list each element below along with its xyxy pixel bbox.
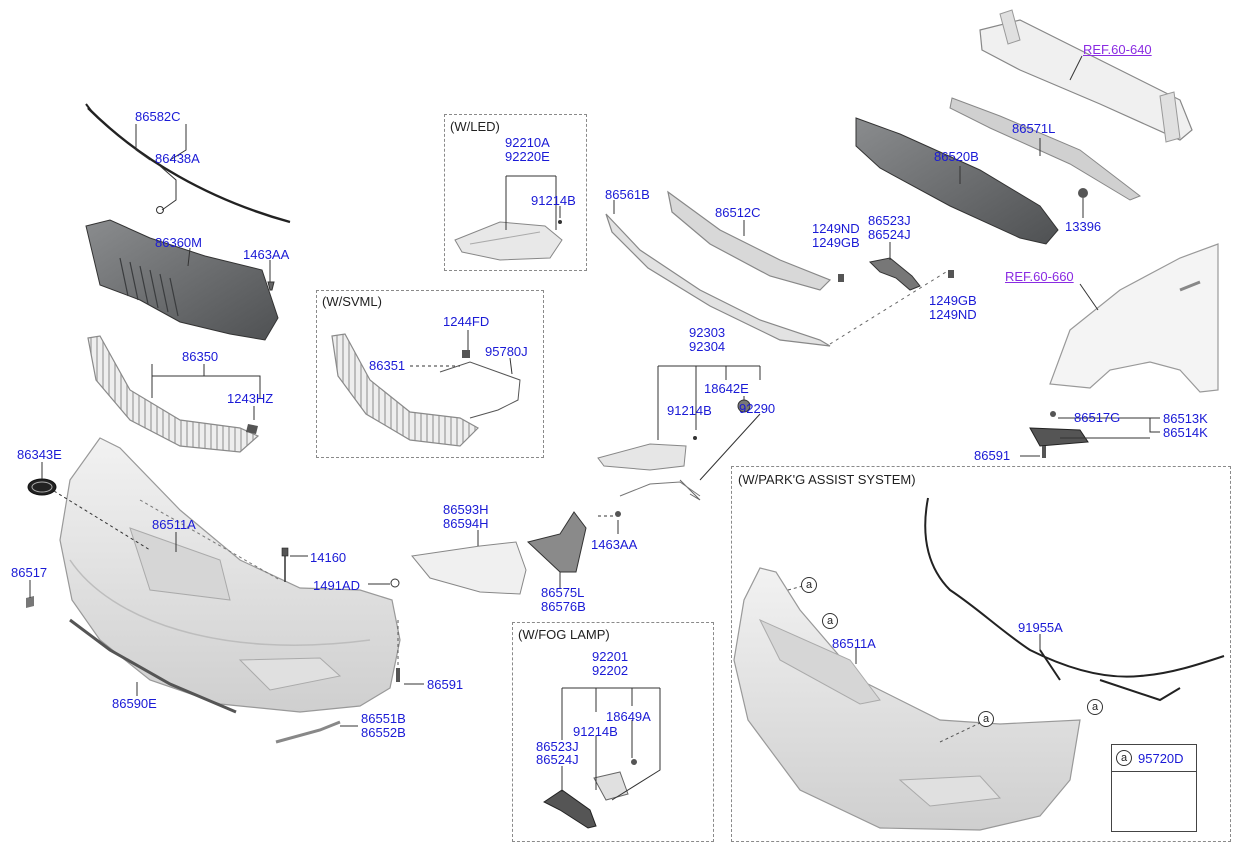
upper-garnish-part — [667, 190, 832, 291]
fender-part — [1049, 243, 1219, 393]
part-1491AD[interactable]: 1491AD — [313, 578, 360, 593]
fog-lamp-part — [593, 771, 629, 801]
fog-lamp-box-title: (W/FOG LAMP) — [518, 627, 610, 642]
part-86511A[interactable]: 86511A — [152, 517, 196, 532]
part-86551B[interactable]: 86551B — [361, 711, 406, 726]
part-86571L[interactable]: 86571L — [1012, 121, 1056, 136]
part-86576B[interactable]: 86576B — [541, 599, 586, 614]
part-14160[interactable]: 14160 — [310, 550, 347, 565]
part-86351[interactable]: 86351 — [369, 358, 406, 373]
part-86582C[interactable]: 86582C — [135, 109, 181, 124]
part-92290[interactable]: 92290 — [739, 401, 776, 416]
part-86511A-park[interactable]: 86511A — [832, 636, 876, 651]
bracket-part — [868, 257, 921, 291]
clip-part — [156, 206, 164, 214]
part-86524J-top[interactable]: 86524J — [868, 227, 911, 242]
svml-box-title: (W/SVML) — [322, 294, 382, 309]
part-86524J-fog[interactable]: 86524J — [536, 752, 579, 767]
stiffener-part — [949, 97, 1142, 201]
part-1463AA-fog[interactable]: 1463AA — [591, 537, 638, 552]
part-13396[interactable]: 13396 — [1065, 219, 1102, 234]
radiator-grille-part — [87, 335, 260, 453]
part-86517G[interactable]: 86517G — [1074, 410, 1121, 425]
callout-a-2: a — [822, 613, 838, 629]
grille-garnish-part — [605, 213, 831, 347]
callout-a-1: a — [801, 577, 817, 593]
part-1249GB-top[interactable]: 1249GB — [812, 235, 860, 250]
part-86591-side[interactable]: 86591 — [974, 448, 1011, 463]
park-assist-box-title: (W/PARK'G ASSIST SYSTEM) — [738, 472, 916, 487]
part-92201[interactable]: 92201 — [592, 649, 629, 664]
led-lamp-part — [454, 221, 563, 261]
park-assist-option-box — [731, 466, 1231, 842]
fog-bezel-part — [411, 541, 527, 595]
part-86552B[interactable]: 86552B — [361, 725, 406, 740]
part-92303[interactable]: 92303 — [689, 325, 726, 340]
part-1249GB-bottom[interactable]: 1249GB — [929, 293, 977, 308]
fog-lamp-option-box — [512, 622, 714, 842]
part-86575L[interactable]: 86575L — [541, 585, 585, 600]
part-86591-main[interactable]: 86591 — [427, 677, 464, 692]
part-1244FD[interactable]: 1244FD — [443, 314, 490, 329]
lower-strip-part — [275, 720, 341, 744]
radiator-cover-part — [85, 219, 279, 341]
part-86561B[interactable]: 86561B — [605, 187, 650, 202]
park-assist-bumper-part — [733, 567, 1081, 831]
part-1249ND-bottom[interactable]: 1249ND — [929, 307, 977, 322]
callout-a-legend: a — [1116, 750, 1132, 766]
part-92210A[interactable]: 92210A — [505, 135, 550, 150]
part-91955A[interactable]: 91955A — [1018, 620, 1063, 635]
bumper-beam-part — [979, 19, 1193, 141]
part-86360M[interactable]: 86360M — [155, 235, 202, 250]
part-86594H[interactable]: 86594H — [443, 516, 489, 531]
drl-lamp-part — [597, 443, 687, 471]
part-1463AA-top[interactable]: 1463AA — [243, 247, 290, 262]
part-92304[interactable]: 92304 — [689, 339, 726, 354]
ref-60-660-link[interactable]: REF.60-660 — [1005, 269, 1074, 284]
part-18649A[interactable]: 18649A — [606, 709, 651, 724]
part-86523J-top[interactable]: 86523J — [868, 213, 911, 228]
part-86517[interactable]: 86517 — [11, 565, 48, 580]
part-1243HZ[interactable]: 1243HZ — [227, 391, 274, 406]
part-86513K[interactable]: 86513K — [1163, 411, 1208, 426]
clip-1463aa-part — [267, 281, 275, 291]
part-92220E[interactable]: 92220E — [505, 149, 550, 164]
fog-bracket-part — [526, 511, 587, 573]
part-95720D[interactable]: 95720D — [1138, 751, 1184, 766]
part-86593H[interactable]: 86593H — [443, 502, 489, 517]
led-option-box — [444, 114, 587, 271]
part-86520B[interactable]: 86520B — [934, 149, 979, 164]
part-95780J[interactable]: 95780J — [485, 344, 528, 359]
part-86512C[interactable]: 86512C — [715, 205, 761, 220]
side-bracket-part — [1029, 427, 1089, 447]
part-86343E[interactable]: 86343E — [17, 447, 62, 462]
wiring-harness-part — [924, 497, 1225, 678]
ref-60-640-link[interactable]: REF.60-640 — [1083, 42, 1152, 57]
part-86350[interactable]: 86350 — [182, 349, 219, 364]
part-18642E[interactable]: 18642E — [704, 381, 749, 396]
part-92202[interactable]: 92202 — [592, 663, 629, 678]
svml-option-box — [316, 290, 544, 458]
part-86523J-fog[interactable]: 86523J — [536, 739, 579, 754]
part-91214B-fog[interactable]: 91214B — [573, 724, 618, 739]
part-86590E[interactable]: 86590E — [112, 696, 157, 711]
svml-grille-part — [331, 333, 479, 447]
callout-a-4: a — [1087, 699, 1103, 715]
molding-strip-part — [87, 107, 291, 224]
part-86514K[interactable]: 86514K — [1163, 425, 1208, 440]
energy-absorber-part — [855, 117, 1059, 245]
callout-a-3: a — [978, 711, 994, 727]
front-bumper-part — [59, 437, 401, 713]
part-1249ND-top[interactable]: 1249ND — [812, 221, 860, 236]
bumper-cap-part — [26, 596, 34, 608]
part-91214B-led[interactable]: 91214B — [531, 193, 576, 208]
led-box-title: (W/LED) — [450, 119, 500, 134]
part-86438A[interactable]: 86438A — [155, 151, 200, 166]
part-91214B-drl[interactable]: 91214B — [667, 403, 712, 418]
lower-lip-part — [69, 618, 237, 714]
